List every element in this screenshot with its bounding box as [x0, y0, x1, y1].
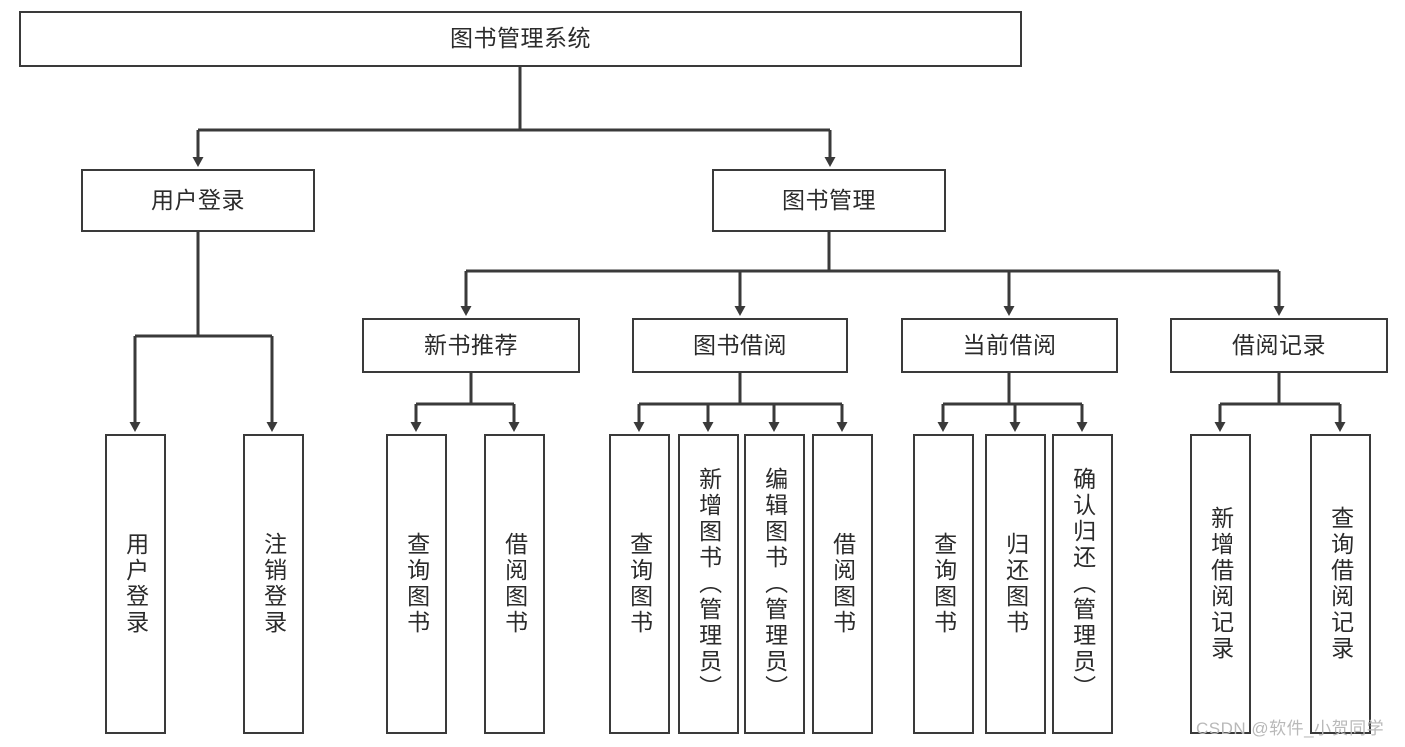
- node-label: 查询图书: [930, 532, 957, 636]
- node-book-manage[interactable]: 图书管理: [712, 169, 946, 232]
- node-user-login[interactable]: 用户登录: [81, 169, 315, 232]
- node-leaf-query-book-3[interactable]: 查询图书: [913, 434, 974, 734]
- node-label: 图书管理: [782, 186, 876, 213]
- node-leaf-query-book-1[interactable]: 查询图书: [386, 434, 447, 734]
- node-leaf-borrow-book-2[interactable]: 借阅图书: [812, 434, 873, 734]
- node-label: 注销登录: [260, 532, 287, 636]
- node-label: 新增图书（管理员）: [695, 467, 722, 701]
- node-leaf-return-book[interactable]: 归还图书: [985, 434, 1046, 734]
- node-current-borrow[interactable]: 当前借阅: [901, 318, 1118, 373]
- edges-root-to-level2: [192, 67, 836, 167]
- node-leaf-add-book[interactable]: 新增图书（管理员）: [678, 434, 739, 734]
- edges-current-to-leaves: [937, 373, 1088, 432]
- node-new-book-recommend[interactable]: 新书推荐: [362, 318, 580, 373]
- node-label: 图书管理系统: [450, 25, 591, 52]
- node-label: 确认归还（管理员）: [1069, 467, 1096, 701]
- node-label: 当前借阅: [962, 331, 1057, 358]
- node-leaf-borrow-book-1[interactable]: 借阅图书: [484, 434, 545, 734]
- node-label: 查询借阅记录: [1327, 506, 1354, 662]
- node-leaf-user-login[interactable]: 用户登录: [105, 434, 166, 734]
- node-leaf-logout[interactable]: 注销登录: [243, 434, 304, 734]
- edges-bookmanage-to-level3: [460, 232, 1285, 316]
- node-label: 借阅记录: [1232, 331, 1326, 358]
- edges-userlogin-to-leaves: [129, 232, 278, 432]
- node-label: 查询图书: [403, 532, 430, 636]
- node-label: 用户登录: [122, 532, 149, 636]
- node-label: 查询图书: [626, 532, 653, 636]
- node-label: 借阅图书: [829, 532, 856, 636]
- node-label: 图书借阅: [693, 331, 787, 358]
- node-label: 新书推荐: [424, 331, 518, 358]
- node-root-system[interactable]: 图书管理系统: [19, 11, 1022, 67]
- node-leaf-edit-book[interactable]: 编辑图书（管理员）: [744, 434, 805, 734]
- node-label: 编辑图书（管理员）: [761, 467, 788, 701]
- edges-record-to-leaves: [1214, 373, 1346, 432]
- node-label: 借阅图书: [501, 532, 528, 636]
- node-borrow-record[interactable]: 借阅记录: [1170, 318, 1388, 373]
- node-leaf-query-book-2[interactable]: 查询图书: [609, 434, 670, 734]
- edges-borrow-to-leaves: [633, 373, 848, 432]
- node-leaf-query-record[interactable]: 查询借阅记录: [1310, 434, 1371, 734]
- node-label: 新增借阅记录: [1207, 506, 1234, 662]
- node-leaf-confirm-return[interactable]: 确认归还（管理员）: [1052, 434, 1113, 734]
- node-label: 归还图书: [1002, 532, 1029, 636]
- node-leaf-add-record[interactable]: 新增借阅记录: [1190, 434, 1251, 734]
- node-book-borrow[interactable]: 图书借阅: [632, 318, 848, 373]
- node-label: 用户登录: [151, 186, 245, 213]
- edges-recommend-to-leaves: [410, 373, 520, 432]
